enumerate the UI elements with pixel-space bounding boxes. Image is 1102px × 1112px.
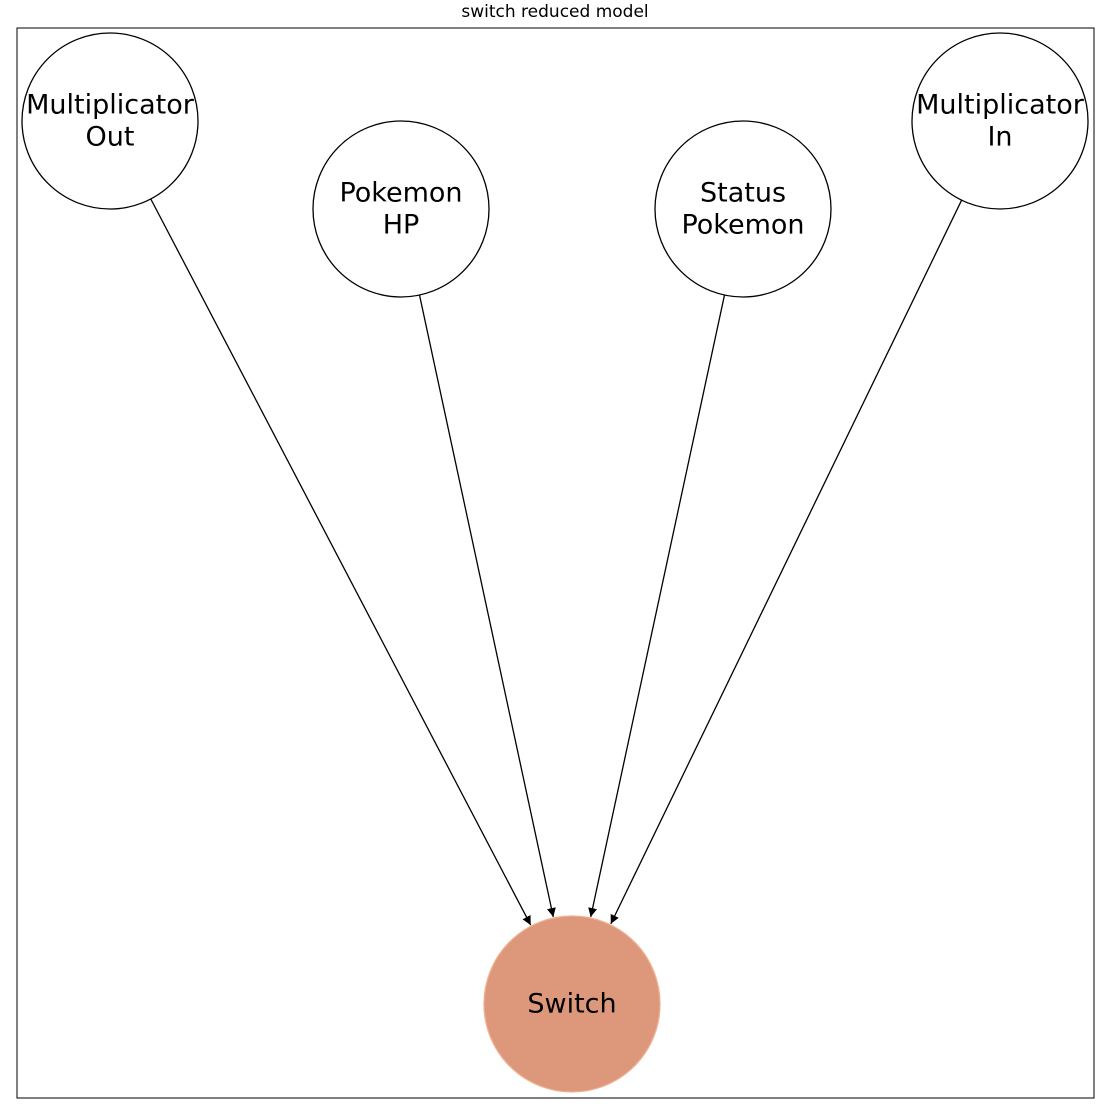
node-circle-multiplicator-in [911,32,1089,210]
node-label-pokemon-hp-line-2: HP [383,210,420,241]
edge-multiplicator-out-to-switch [150,198,532,926]
node-circle-status-pokemon [654,120,832,298]
edges [150,198,963,926]
node-label-status-pokemon-line-2: Pokemon [681,210,804,241]
node-label-multiplicator-in-line-2: In [987,122,1012,153]
node-circle-switch [483,915,661,1093]
edge-multiplicator-in-to-switch [610,199,963,925]
node-label-pokemon-hp-line-1: Pokemon [339,178,462,209]
edge-pokemon-hp-to-switch [418,294,556,918]
node-switch: Switch [483,915,661,1093]
node-label-switch-line-1: Switch [527,989,616,1020]
node-label-multiplicator-in-line-1: Multiplicator [916,90,1085,121]
diagram-title: switch reduced model [461,2,649,22]
node-circle-multiplicator-out [21,32,199,210]
node-label-status-pokemon-line-1: Status [700,178,786,209]
node-circle-pokemon-hp [312,120,490,298]
plot-frame [16,27,1095,1099]
node-label-multiplicator-out-line-2: Out [86,122,135,153]
edge-status-pokemon-to-switch [588,294,726,918]
nodes: MultiplicatorOutPokemonHPStatusPokemonMu… [21,32,1089,1093]
node-label-multiplicator-out-line-1: Multiplicator [26,90,195,121]
